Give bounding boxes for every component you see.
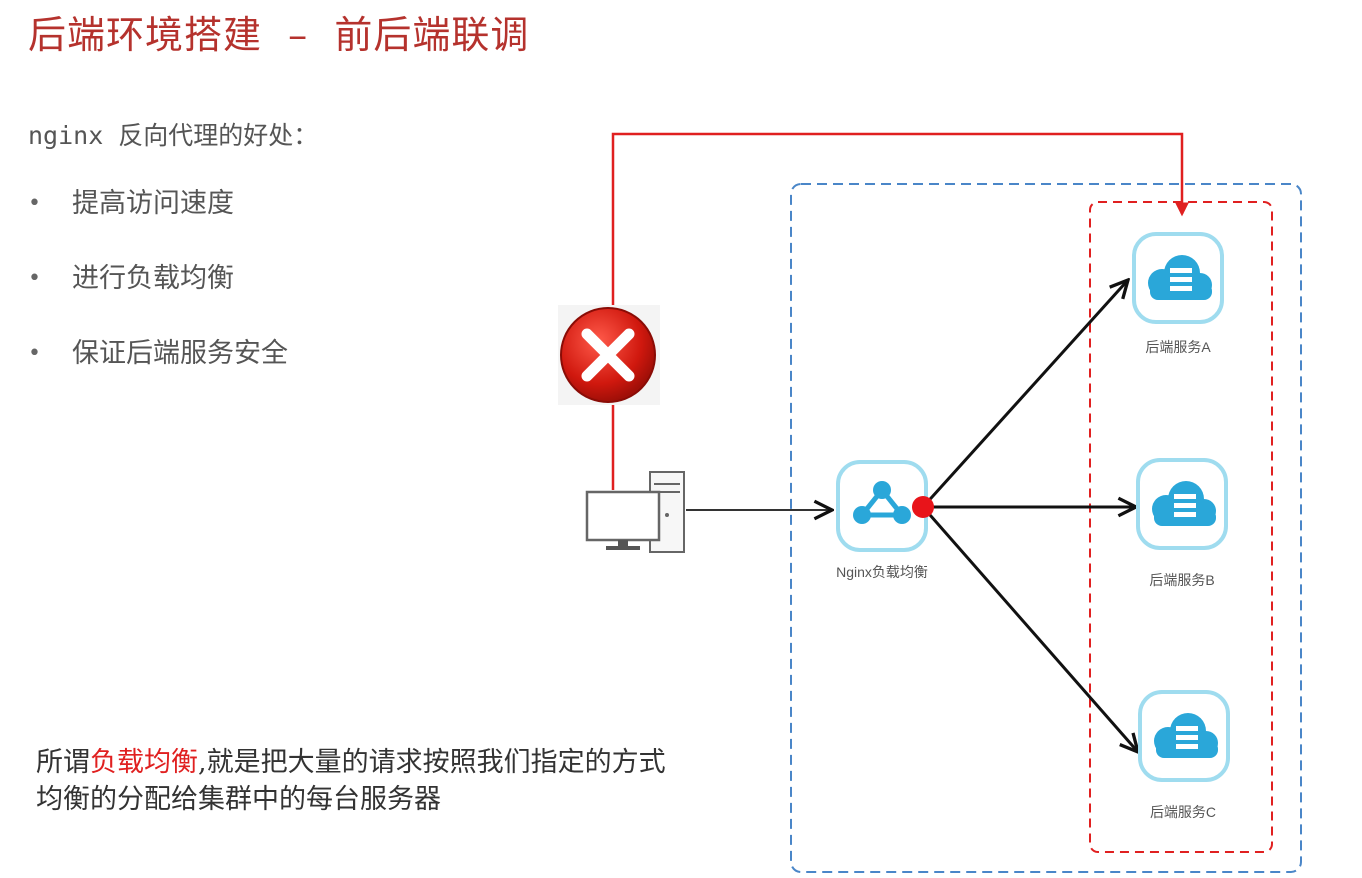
client-computer-icon: [585, 471, 685, 553]
note-text-before: 所谓: [36, 747, 90, 778]
bullet-text: 保证后端服务安全: [72, 338, 288, 369]
nginx-to-server-c-arrow: [921, 506, 1138, 752]
slide-title: 后端环境搭建 – 前后端联调: [28, 13, 530, 57]
nginx-zone-border: [790, 183, 1302, 873]
bullet-icon: •: [28, 266, 41, 291]
nginx-to-server-a-arrow: [921, 280, 1128, 509]
server-c-label: 后端服务C: [1150, 804, 1216, 820]
bullet-icon: •: [28, 341, 41, 366]
note-text-after: ,就是把大量的请求按照我们指定的方式均衡的分配给集群中的每台服务器: [36, 747, 666, 815]
server-a-label: 后端服务A: [1145, 339, 1211, 355]
nginx-balancer-icon: [836, 460, 928, 552]
bullet-text: 进行负载均衡: [72, 263, 234, 294]
blocked-direct-path: [611, 132, 1189, 490]
server-b-label: 后端服务B: [1149, 572, 1214, 588]
server-a-icon: [1132, 232, 1224, 324]
nginx-label: Nginx负载均衡: [836, 564, 928, 580]
load-balance-note: 所谓负载均衡,就是把大量的请求按照我们指定的方式均衡的分配给集群中的每台服务器: [36, 744, 676, 818]
server-c-icon: [1138, 690, 1230, 782]
forbidden-icon: [558, 305, 660, 405]
server-b-icon: [1136, 458, 1228, 550]
dispatch-point: [912, 496, 934, 518]
slide-subtitle: nginx 反向代理的好处：: [28, 121, 319, 150]
bullet-icon: •: [28, 191, 41, 216]
note-highlight: 负载均衡: [90, 747, 198, 778]
bullet-text: 提高访问速度: [72, 188, 234, 219]
